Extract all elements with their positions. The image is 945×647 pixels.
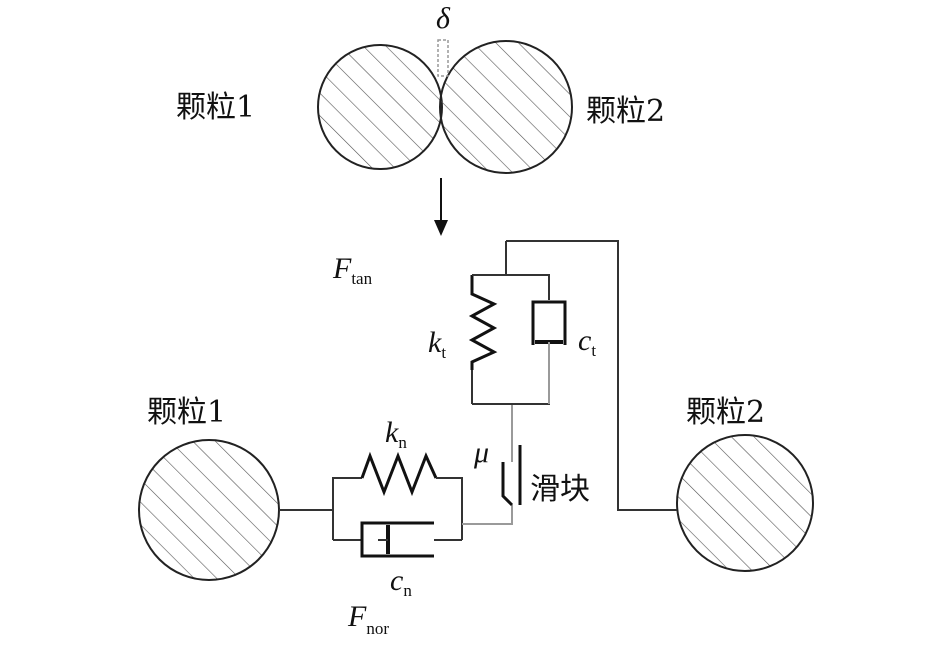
top-particle-2 bbox=[439, 40, 573, 174]
down-arrow bbox=[434, 178, 448, 236]
top-particle-2-label: 颗粒2 bbox=[586, 94, 665, 129]
tangential-damper bbox=[531, 300, 567, 404]
model-particle-2 bbox=[676, 434, 814, 572]
friction-slider bbox=[501, 404, 522, 507]
top-particle-1 bbox=[317, 44, 443, 170]
model-particle-1 bbox=[138, 439, 280, 581]
tangential-spring-label: kt bbox=[428, 326, 446, 362]
overlap-indicator bbox=[437, 39, 449, 77]
normal-spring-damper bbox=[332, 451, 463, 558]
normal-force-label: Fnor bbox=[347, 600, 389, 638]
normal-spring-label: kn bbox=[385, 416, 407, 452]
slider-label: 滑块 bbox=[530, 472, 590, 507]
tangential-spring bbox=[468, 275, 498, 370]
model-particle-1-label: 颗粒1 bbox=[147, 395, 226, 430]
tangential-damper-label: ct bbox=[578, 324, 596, 360]
friction-symbol: μ bbox=[473, 436, 489, 469]
tangential-spring-damper bbox=[468, 241, 567, 405]
model-particle-2-label: 颗粒2 bbox=[686, 395, 765, 430]
overlap-symbol: δ bbox=[436, 2, 451, 35]
top-particle-1-label: 颗粒1 bbox=[176, 90, 255, 125]
normal-damper-label: cn bbox=[390, 564, 412, 600]
normal-damper bbox=[360, 521, 462, 558]
tangential-force-label: Ftan bbox=[332, 252, 373, 288]
top-particle-pair: δ bbox=[317, 2, 573, 174]
normal-spring bbox=[360, 451, 438, 497]
